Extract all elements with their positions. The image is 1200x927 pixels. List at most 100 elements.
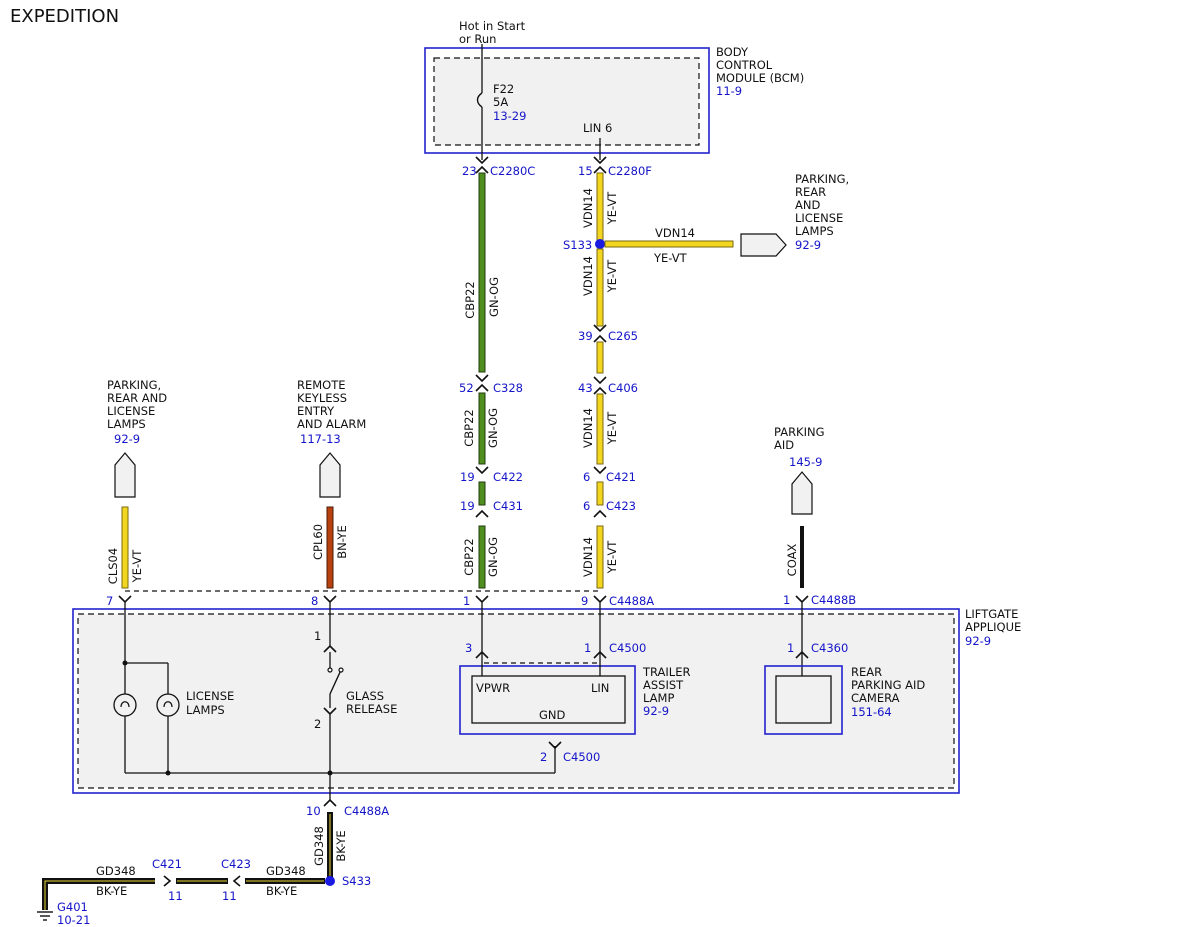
connector-c421-lower (163, 875, 172, 887)
c431-name: C431 (493, 499, 523, 513)
parking-left-l2: REAR AND (107, 391, 167, 405)
trailer-assist-lamp-box (459, 665, 636, 735)
connector-c328 (475, 374, 489, 392)
c4500-name: C4500 (609, 641, 646, 655)
wire-vdn14-segment-1 (596, 172, 604, 244)
camera-ref: 151-64 (851, 705, 892, 719)
ref-arrow-parking-top (740, 233, 787, 257)
wire-vdn14-segment-4 (596, 393, 604, 465)
c423a-pin: 6 (583, 499, 590, 513)
parking-aid-l2: AID (774, 438, 794, 452)
wire-vdn14-segment-3 (596, 341, 604, 374)
splice-s433 (325, 876, 335, 886)
wire-vdn14-label-3: VDN14 (581, 408, 595, 448)
wire-cls04-color: YE-VT (130, 549, 144, 584)
ref-arrow-parking-aid (791, 471, 813, 515)
c4488a-name: C4488A (609, 594, 654, 608)
c4360-name: C4360 (811, 641, 848, 655)
c4500-gnd-name: C4500 (563, 750, 600, 764)
parking-aid-l1: PARKING (774, 425, 825, 439)
wire-gn-og-label-3: GN-OG (486, 537, 500, 577)
glass-release-pin1-terminal (323, 644, 337, 653)
liftgate-ref: 92-9 (965, 634, 991, 648)
parking-top-l5: LAMPS (795, 224, 834, 238)
trailer-gnd: GND (539, 708, 566, 722)
bcm-name-3: MODULE (BCM) (716, 71, 804, 85)
parking-left-l4: LAMPS (107, 417, 146, 431)
c4500-gnd-terminal (548, 741, 562, 750)
c406-pin: 43 (578, 381, 593, 395)
trailer-l1: TRAILER (642, 665, 690, 679)
wire-ye-vt-label-1: YE-VT (605, 191, 619, 226)
wire-cpl60-label: CPL60 (311, 524, 325, 560)
ground-name: G401 (57, 900, 88, 914)
c431-pin: 19 (460, 499, 475, 513)
parking-top-l3: AND (795, 198, 820, 212)
ref-arrow-rke (319, 452, 341, 498)
trailer-l2: ASSIST (643, 678, 684, 692)
camera-inner (775, 675, 832, 724)
glass-release-pin2: 2 (314, 717, 321, 731)
wire-gd348-left-label: GD348 (96, 864, 136, 878)
trailer-ref: 92-9 (643, 704, 669, 718)
glass-release-pin1: 1 (314, 629, 321, 643)
connector-c421-upper (593, 466, 607, 474)
wire-cbp22-label-1: CBP22 (463, 281, 477, 319)
c422-pin: 19 (460, 470, 475, 484)
camera-l1: REAR (851, 665, 882, 679)
c4488a-pin-10: 10 (306, 804, 321, 818)
c423a-name: C423 (606, 499, 636, 513)
wire-bk-ye-vertical-label: BK-YE (334, 830, 348, 861)
trailer-assist-lamp-inner (471, 675, 626, 724)
connector-c265 (593, 324, 607, 343)
c421b-name: C421 (152, 857, 182, 871)
c421b-pin: 11 (168, 889, 183, 903)
c406-name: C406 (608, 381, 638, 395)
power-label-2: or Run (459, 32, 496, 46)
glass-release-contact-arm (338, 667, 344, 673)
wire-vdn14-segment-2 (596, 248, 604, 327)
license-lamps-junction-top (122, 660, 128, 666)
fuse-ref: 13-29 (493, 109, 526, 123)
connector-c423-lower (232, 875, 241, 887)
c421a-pin: 6 (583, 470, 590, 484)
c4500-pin-3: 3 (465, 641, 472, 655)
parking-top-l2: REAR (795, 185, 826, 199)
fuse-f22-symbol (476, 92, 483, 108)
liftgate-l1: LIFTGATE (965, 607, 1018, 621)
bcm-ref: 11-9 (716, 84, 742, 98)
s433-label: S433 (342, 874, 371, 888)
c4360-pin: 1 (787, 641, 794, 655)
wire-cls04 (121, 506, 129, 589)
wire-vdn14-branch-label: VDN14 (655, 226, 695, 240)
camera-box (764, 665, 843, 735)
parking-aid-ref: 145-9 (789, 455, 822, 469)
wire-ye-vt-label-4: YE-VT (605, 540, 619, 575)
c4488b-name: C4488B (811, 593, 856, 607)
c4360-terminal (795, 650, 809, 659)
parking-left-l3: LICENSE (107, 404, 155, 418)
wire-vdn14-label-2: VDN14 (581, 256, 595, 296)
wire-gd348-vertical-label: GD348 (312, 826, 326, 866)
bcm-name-2: CONTROL (716, 58, 773, 72)
page-title: EXPEDITION (10, 6, 119, 27)
c328-pin: 52 (459, 381, 474, 395)
c2280c-pin: 23 (462, 164, 477, 178)
rke-l1: REMOTE (297, 378, 346, 392)
ground-ref: 10-21 (57, 913, 90, 927)
wire-vdn14-label-4: VDN14 (581, 537, 595, 577)
liftgate-module-box (72, 608, 960, 794)
trailer-l3: LAMP (643, 691, 674, 705)
bcm-module-inner (433, 57, 700, 146)
ref-arrow-parking-left (114, 452, 136, 498)
wire-gd348-seg-left-tracer (44, 880, 155, 910)
wire-vdn14-segment-6 (596, 525, 604, 589)
wire-vdn14-branch (604, 240, 734, 248)
trailer-vpwr: VPWR (476, 681, 510, 695)
c265-name: C265 (608, 329, 638, 343)
wire-cbp22-label-2: CBP22 (462, 409, 476, 447)
wire-ye-vt-label-2: YE-VT (605, 259, 619, 294)
glass-release-contact-top (327, 667, 333, 673)
connector-c2280c (475, 156, 489, 174)
